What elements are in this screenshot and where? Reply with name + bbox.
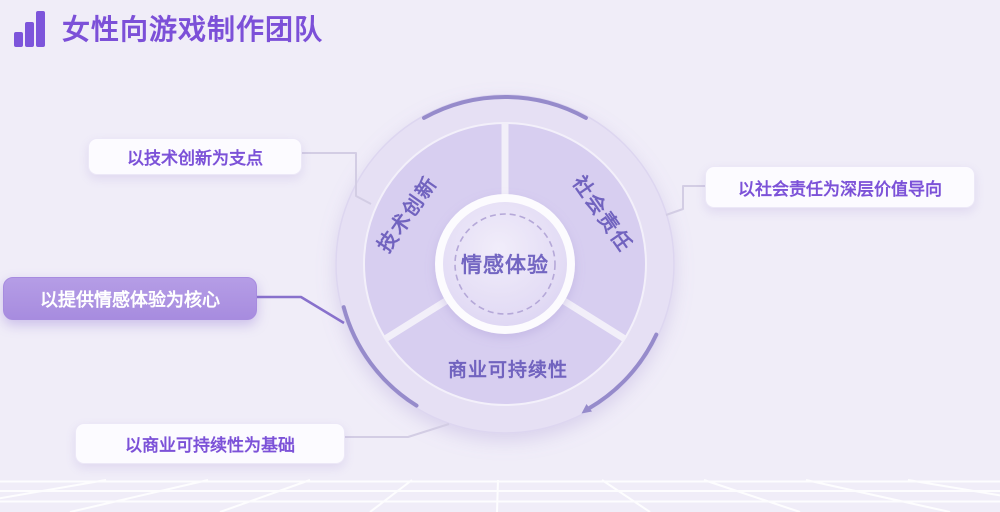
center-label: 情感体验 — [461, 253, 549, 277]
callout-social-label: 以社会责任为深层价值导向 — [738, 179, 942, 199]
edge-arc-bottom-right — [586, 332, 659, 411]
connector-commerce — [342, 423, 450, 438]
callout-social: 以社会责任为深层价值导向 — [705, 166, 975, 208]
wheel-edge-arcs — [341, 94, 659, 411]
floor-grid — [0, 479, 1000, 512]
segment-label-commerce: 商业可持续性 — [448, 358, 568, 381]
center-dashed-ring — [454, 213, 556, 315]
callout-emotion-highlighted: 以提供情感体验为核心 — [3, 277, 257, 320]
bar-chart-icon — [14, 9, 46, 47]
center-circle-fill — [443, 202, 567, 326]
connector-emotion — [255, 295, 345, 325]
edge-arc-top — [422, 94, 588, 120]
callout-commerce-label: 以商业可持续性为基础 — [125, 436, 295, 455]
connector-tech — [300, 152, 372, 205]
callout-commerce: 以商业可持续性为基础 — [75, 423, 345, 464]
page-title: 女性向游戏制作团队 — [62, 14, 324, 45]
bar-chart-icon-bar — [14, 32, 23, 47]
callout-emotion-label: 以提供情感体验为核心 — [40, 289, 220, 310]
edge-arc-bottom-left — [341, 305, 419, 408]
callout-tech: 以技术创新为支点 — [88, 138, 302, 175]
connector-social — [665, 185, 705, 216]
edge-arc-arrowhead — [581, 404, 592, 414]
bar-chart-icon-bar — [25, 22, 34, 47]
header: 女性向游戏制作团队 — [14, 8, 323, 48]
callout-tech-label: 以技术创新为支点 — [127, 149, 263, 168]
bar-chart-icon-bar — [36, 11, 45, 47]
